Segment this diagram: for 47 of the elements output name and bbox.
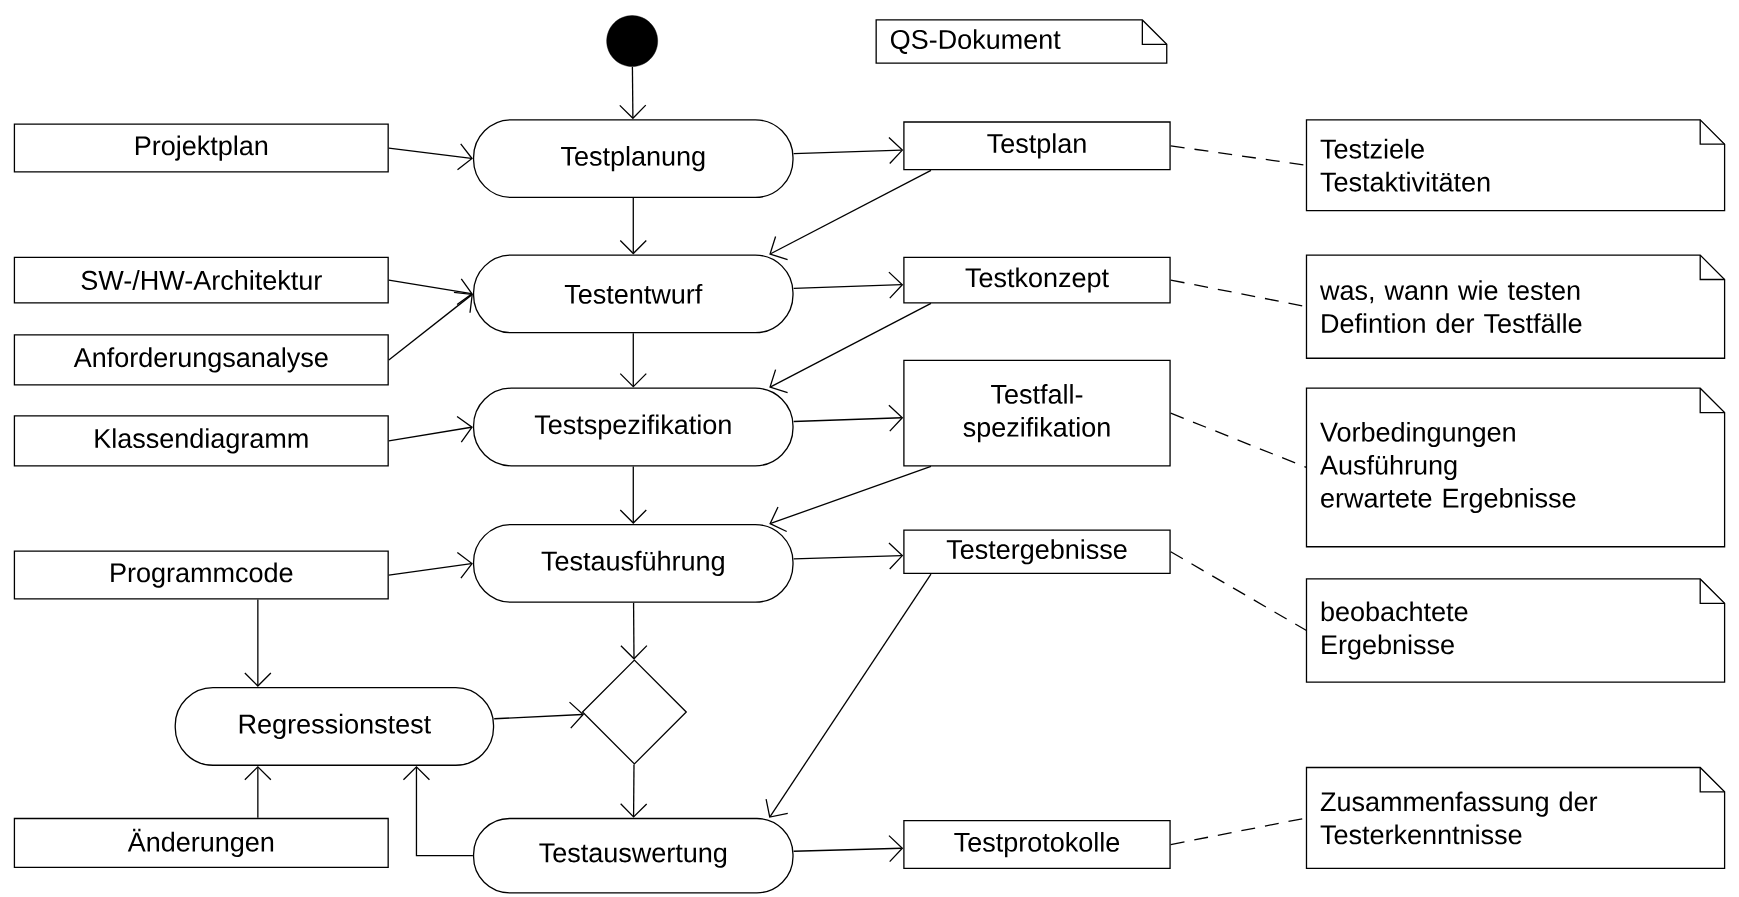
arrow (769, 169, 932, 261)
artifact-box: Programmcode (13, 550, 389, 600)
arrow (388, 291, 473, 361)
activity-box: Testausführung (472, 523, 794, 603)
arrow (769, 302, 932, 394)
arrow (793, 834, 904, 863)
arrow (619, 197, 647, 255)
note-box: Testziele Testaktivitäten (1305, 119, 1726, 212)
artifact-box: Testfall-spezifikation (903, 359, 1171, 467)
arrow (620, 602, 648, 660)
arrow (765, 573, 932, 818)
start-node (606, 15, 658, 67)
arrow (388, 278, 473, 306)
arrow (388, 551, 473, 579)
arrow (493, 701, 585, 729)
activity-box: Testentwurf (472, 254, 794, 334)
arrow (619, 465, 647, 524)
artifact-box: SW-/HW-Architektur (13, 256, 389, 304)
dashed-line (1170, 551, 1308, 632)
note-box: Vorbedingungen Ausführung erwartete Ergebnisse (1305, 387, 1726, 548)
arrow (244, 598, 272, 687)
arrow (619, 332, 647, 388)
arrow (388, 143, 473, 171)
artifact-box: Anforderungsanalyse (13, 334, 389, 386)
artifact-box: Änderungen (13, 817, 389, 868)
arrow (402, 765, 474, 857)
note-box: Zusammenfassung der Testerkenntnisse (1305, 766, 1726, 870)
artifact-box: Testergebnisse (903, 529, 1171, 575)
arrow (769, 465, 932, 533)
dashed-line (1170, 412, 1308, 469)
activity-box: Testauswertung (472, 817, 794, 894)
activity-box: Regressionstest (174, 686, 495, 766)
note-box: QS-Dokument (875, 19, 1168, 64)
artifact-box: Testplan (903, 121, 1171, 171)
arrow (793, 404, 904, 432)
activity-box: Testplanung (472, 119, 794, 199)
artifact-box: Testprotokolle (903, 820, 1171, 870)
arrow (388, 415, 473, 443)
activity-box: Testspezifikation (472, 387, 794, 467)
arrow (793, 136, 904, 165)
artifact-box: Projektplan (13, 123, 389, 173)
artifact-box: Testkonzept (903, 256, 1171, 304)
arrow (793, 271, 904, 299)
note-box: was, wann wie testen Defintion der Testfälle (1305, 254, 1726, 359)
note-box: beobachtete Ergebnisse (1305, 578, 1726, 683)
artifact-box: Klassendiagramm (13, 415, 389, 467)
arrow (793, 542, 904, 570)
